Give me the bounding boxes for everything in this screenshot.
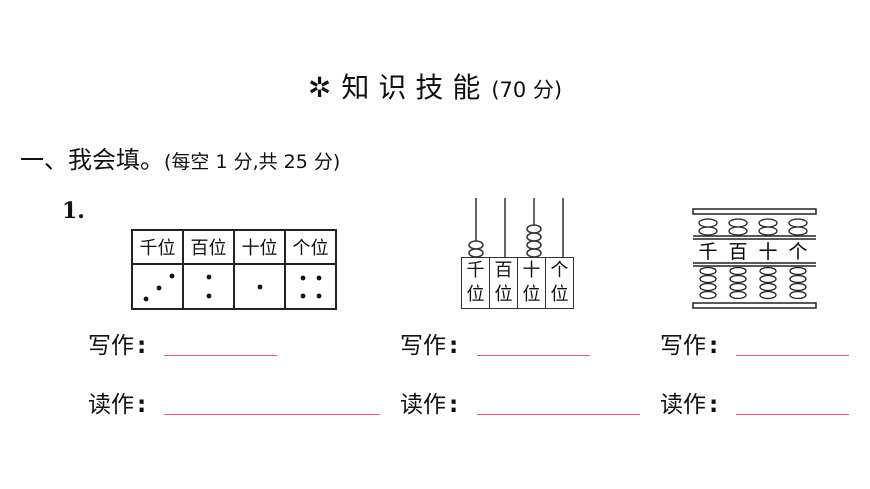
write-blank-1[interactable] [164, 355, 277, 356]
question-number: 1. [62, 198, 85, 224]
write-blank-3[interactable] [736, 355, 849, 356]
place-header-tens: 十位 [233, 229, 286, 265]
rod-abacus-rods [468, 198, 564, 258]
write-label-1: 写作: [88, 333, 147, 359]
part-heading: 一、我会填。(每空 1 分,共 25 分) [20, 140, 340, 175]
dots-thousands [143, 273, 175, 302]
section-title: ✲ 知识技能(70 分) [0, 66, 870, 106]
dots-tens [257, 284, 263, 290]
dot-cell-ones [284, 263, 337, 310]
dot-cell-hundreds [182, 263, 235, 310]
read-label-3: 读作: [660, 392, 719, 418]
place-value-table: 千位 百位 十位 个位 [131, 229, 337, 310]
dot-cell-tens [233, 263, 286, 310]
bead-abacus: 千 百 十 个 [692, 208, 817, 310]
rod-label-hundreds: 百位 [489, 257, 518, 309]
bead-label-ones: 个 [788, 241, 807, 263]
write-label-2: 写作: [400, 333, 459, 359]
rod-label-thousands: 千位 [461, 257, 490, 309]
dots-hundreds [206, 274, 212, 299]
read-label-2: 读作: [400, 392, 459, 418]
part-heading-text: 一、我会填。 [20, 146, 164, 174]
title-points: (70 分) [491, 78, 563, 102]
read-blank-1[interactable] [164, 414, 380, 415]
place-header-hundreds: 百位 [182, 229, 235, 265]
write-label-3: 写作: [660, 333, 719, 359]
read-label-1: 读作: [88, 392, 147, 418]
part-heading-note: (每空 1 分,共 25 分) [164, 151, 341, 173]
read-blank-2[interactable] [477, 414, 640, 415]
dot-cell-thousands [131, 263, 184, 310]
bead-label-thousands: 千 [698, 241, 717, 263]
rod-abacus-labels: 千位 百位 十位 个位 [461, 257, 574, 309]
rod-label-tens: 十位 [517, 257, 546, 309]
bead-label-tens: 十 [758, 241, 777, 263]
place-header-ones: 个位 [284, 229, 337, 265]
rod-label-ones: 个位 [545, 257, 574, 309]
dots-ones [300, 275, 322, 299]
place-header-thousands: 千位 [131, 229, 184, 265]
write-blank-2[interactable] [477, 355, 590, 356]
title-text: 知识技能 [341, 71, 490, 104]
bead-label-hundreds: 百 [728, 241, 747, 263]
read-blank-3[interactable] [736, 414, 849, 415]
star-icon: ✲ [307, 71, 332, 104]
